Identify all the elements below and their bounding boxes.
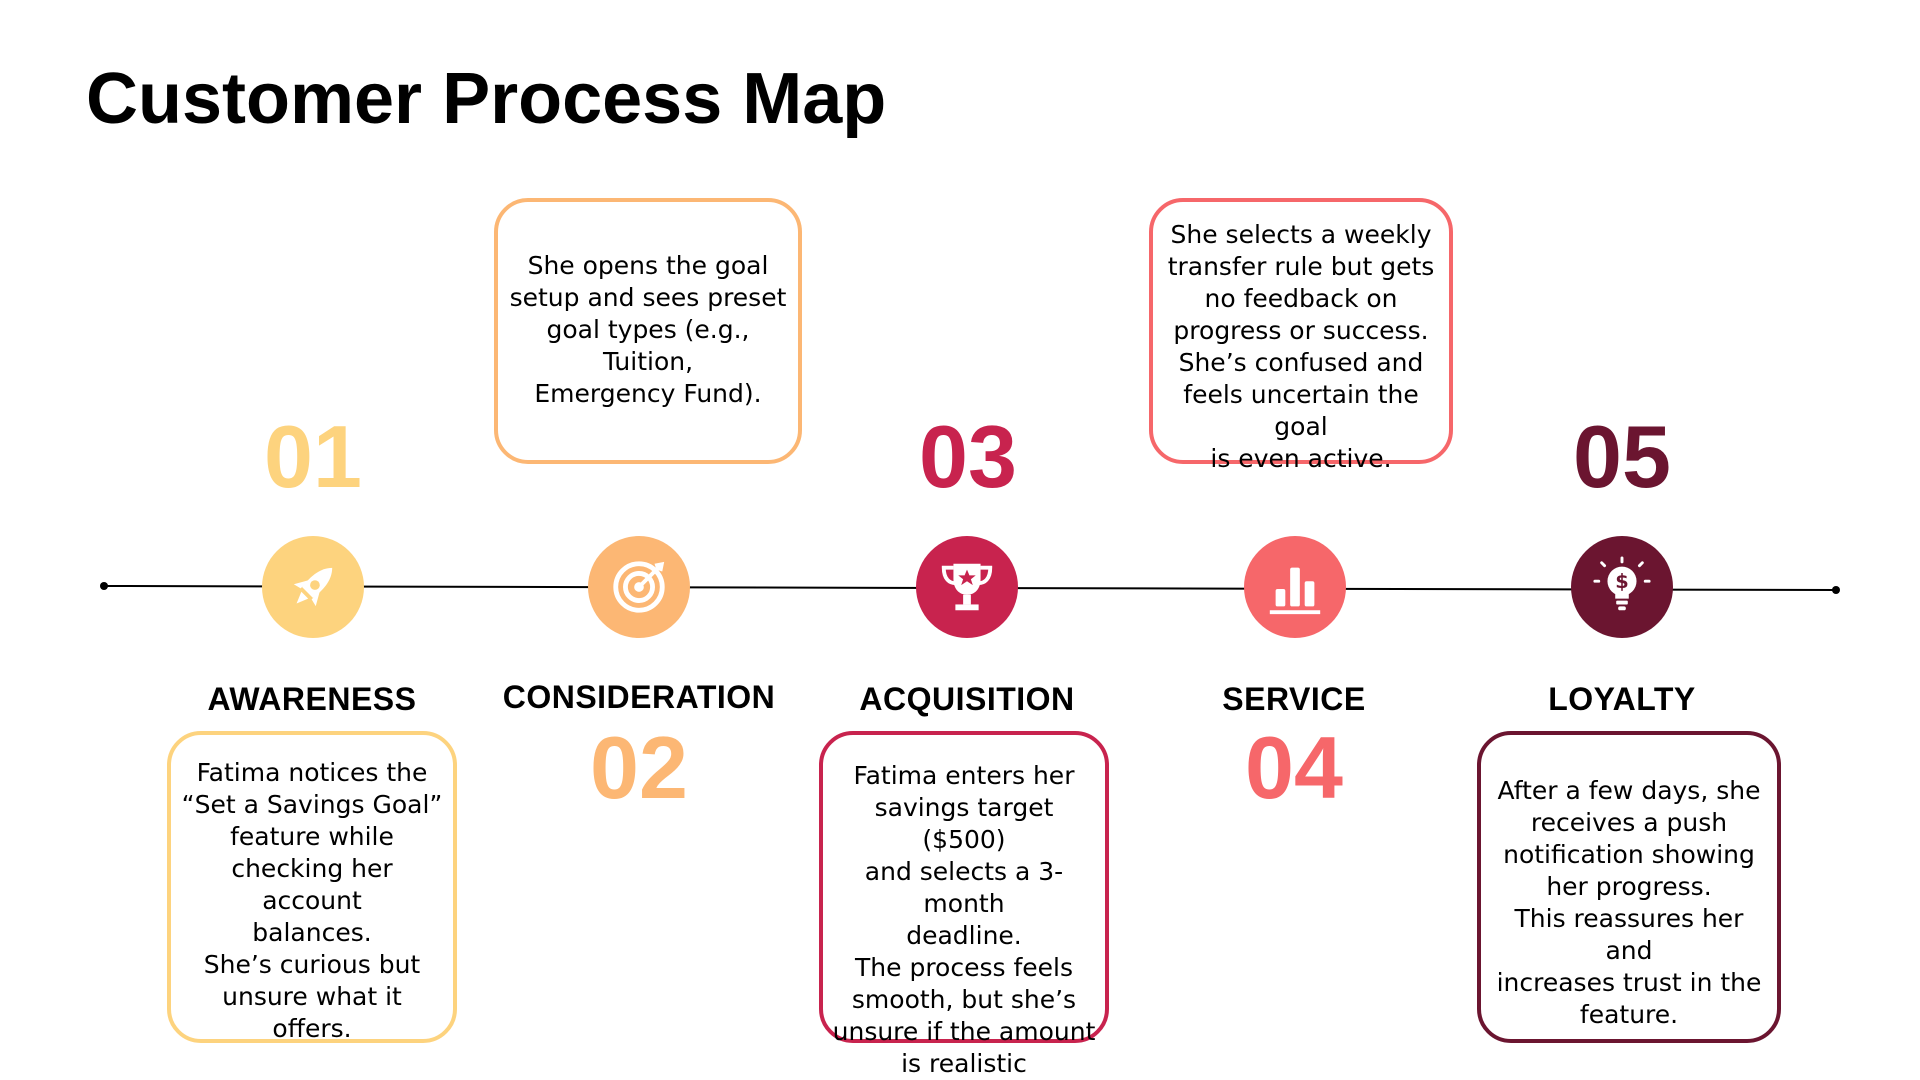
stage-02-icon-circle: [588, 536, 690, 638]
timeline-start-dot: [100, 582, 108, 590]
stage-03-card: Fatima enters her savings target ($500) …: [819, 731, 1109, 1078]
stage-04-number: 04: [1245, 718, 1343, 817]
stage-05-number: 05: [1573, 407, 1671, 506]
stage-01-card: Fatima notices the “Set a Savings Goal” …: [167, 731, 457, 1043]
stage-04-label: SERVICE: [1222, 681, 1366, 717]
stage-01-description: Fatima notices the “Set a Savings Goal” …: [181, 758, 443, 1043]
stage-03-number: 03: [919, 407, 1017, 506]
stage-05-description: After a few days, she receives a push no…: [1496, 776, 1762, 1029]
stage-01-icon-circle: [262, 536, 364, 638]
stage-05-label: LOYALTY: [1548, 681, 1696, 717]
stage-04-icon-circle: [1244, 536, 1346, 638]
timeline-end-dot: [1832, 586, 1840, 594]
svg-text:$: $: [1615, 570, 1628, 593]
trophy-icon: [941, 563, 993, 611]
stage-02-number: 02: [590, 718, 688, 817]
stage-03-description: Fatima enters her savings target ($500) …: [832, 761, 1096, 1078]
stage-03-icon-circle: [916, 536, 1018, 638]
stage-01-label: AWARENESS: [207, 681, 417, 717]
money-bulb-icon: $: [1593, 556, 1651, 611]
stage-04-description: She selects a weekly transfer rule but g…: [1167, 220, 1435, 473]
rocket-icon: [293, 567, 333, 607]
stage-02-description: She opens the goal setup and sees preset…: [509, 251, 787, 408]
stage-05-card: After a few days, she receives a push no…: [1477, 731, 1781, 1043]
stage-04-card: She selects a weekly transfer rule but g…: [1149, 198, 1453, 473]
bar-chart-icon: [1269, 567, 1321, 615]
stage-03-label: ACQUISITION: [859, 681, 1075, 717]
stage-02-label: CONSIDERATION: [502, 679, 776, 715]
stage-01-number: 01: [264, 407, 362, 506]
target-icon: [613, 561, 665, 613]
page-title: Customer Process Map: [86, 59, 887, 139]
stage-05-icon-circle: $: [1571, 536, 1673, 638]
stage-02-card: She opens the goal setup and sees preset…: [494, 198, 802, 464]
